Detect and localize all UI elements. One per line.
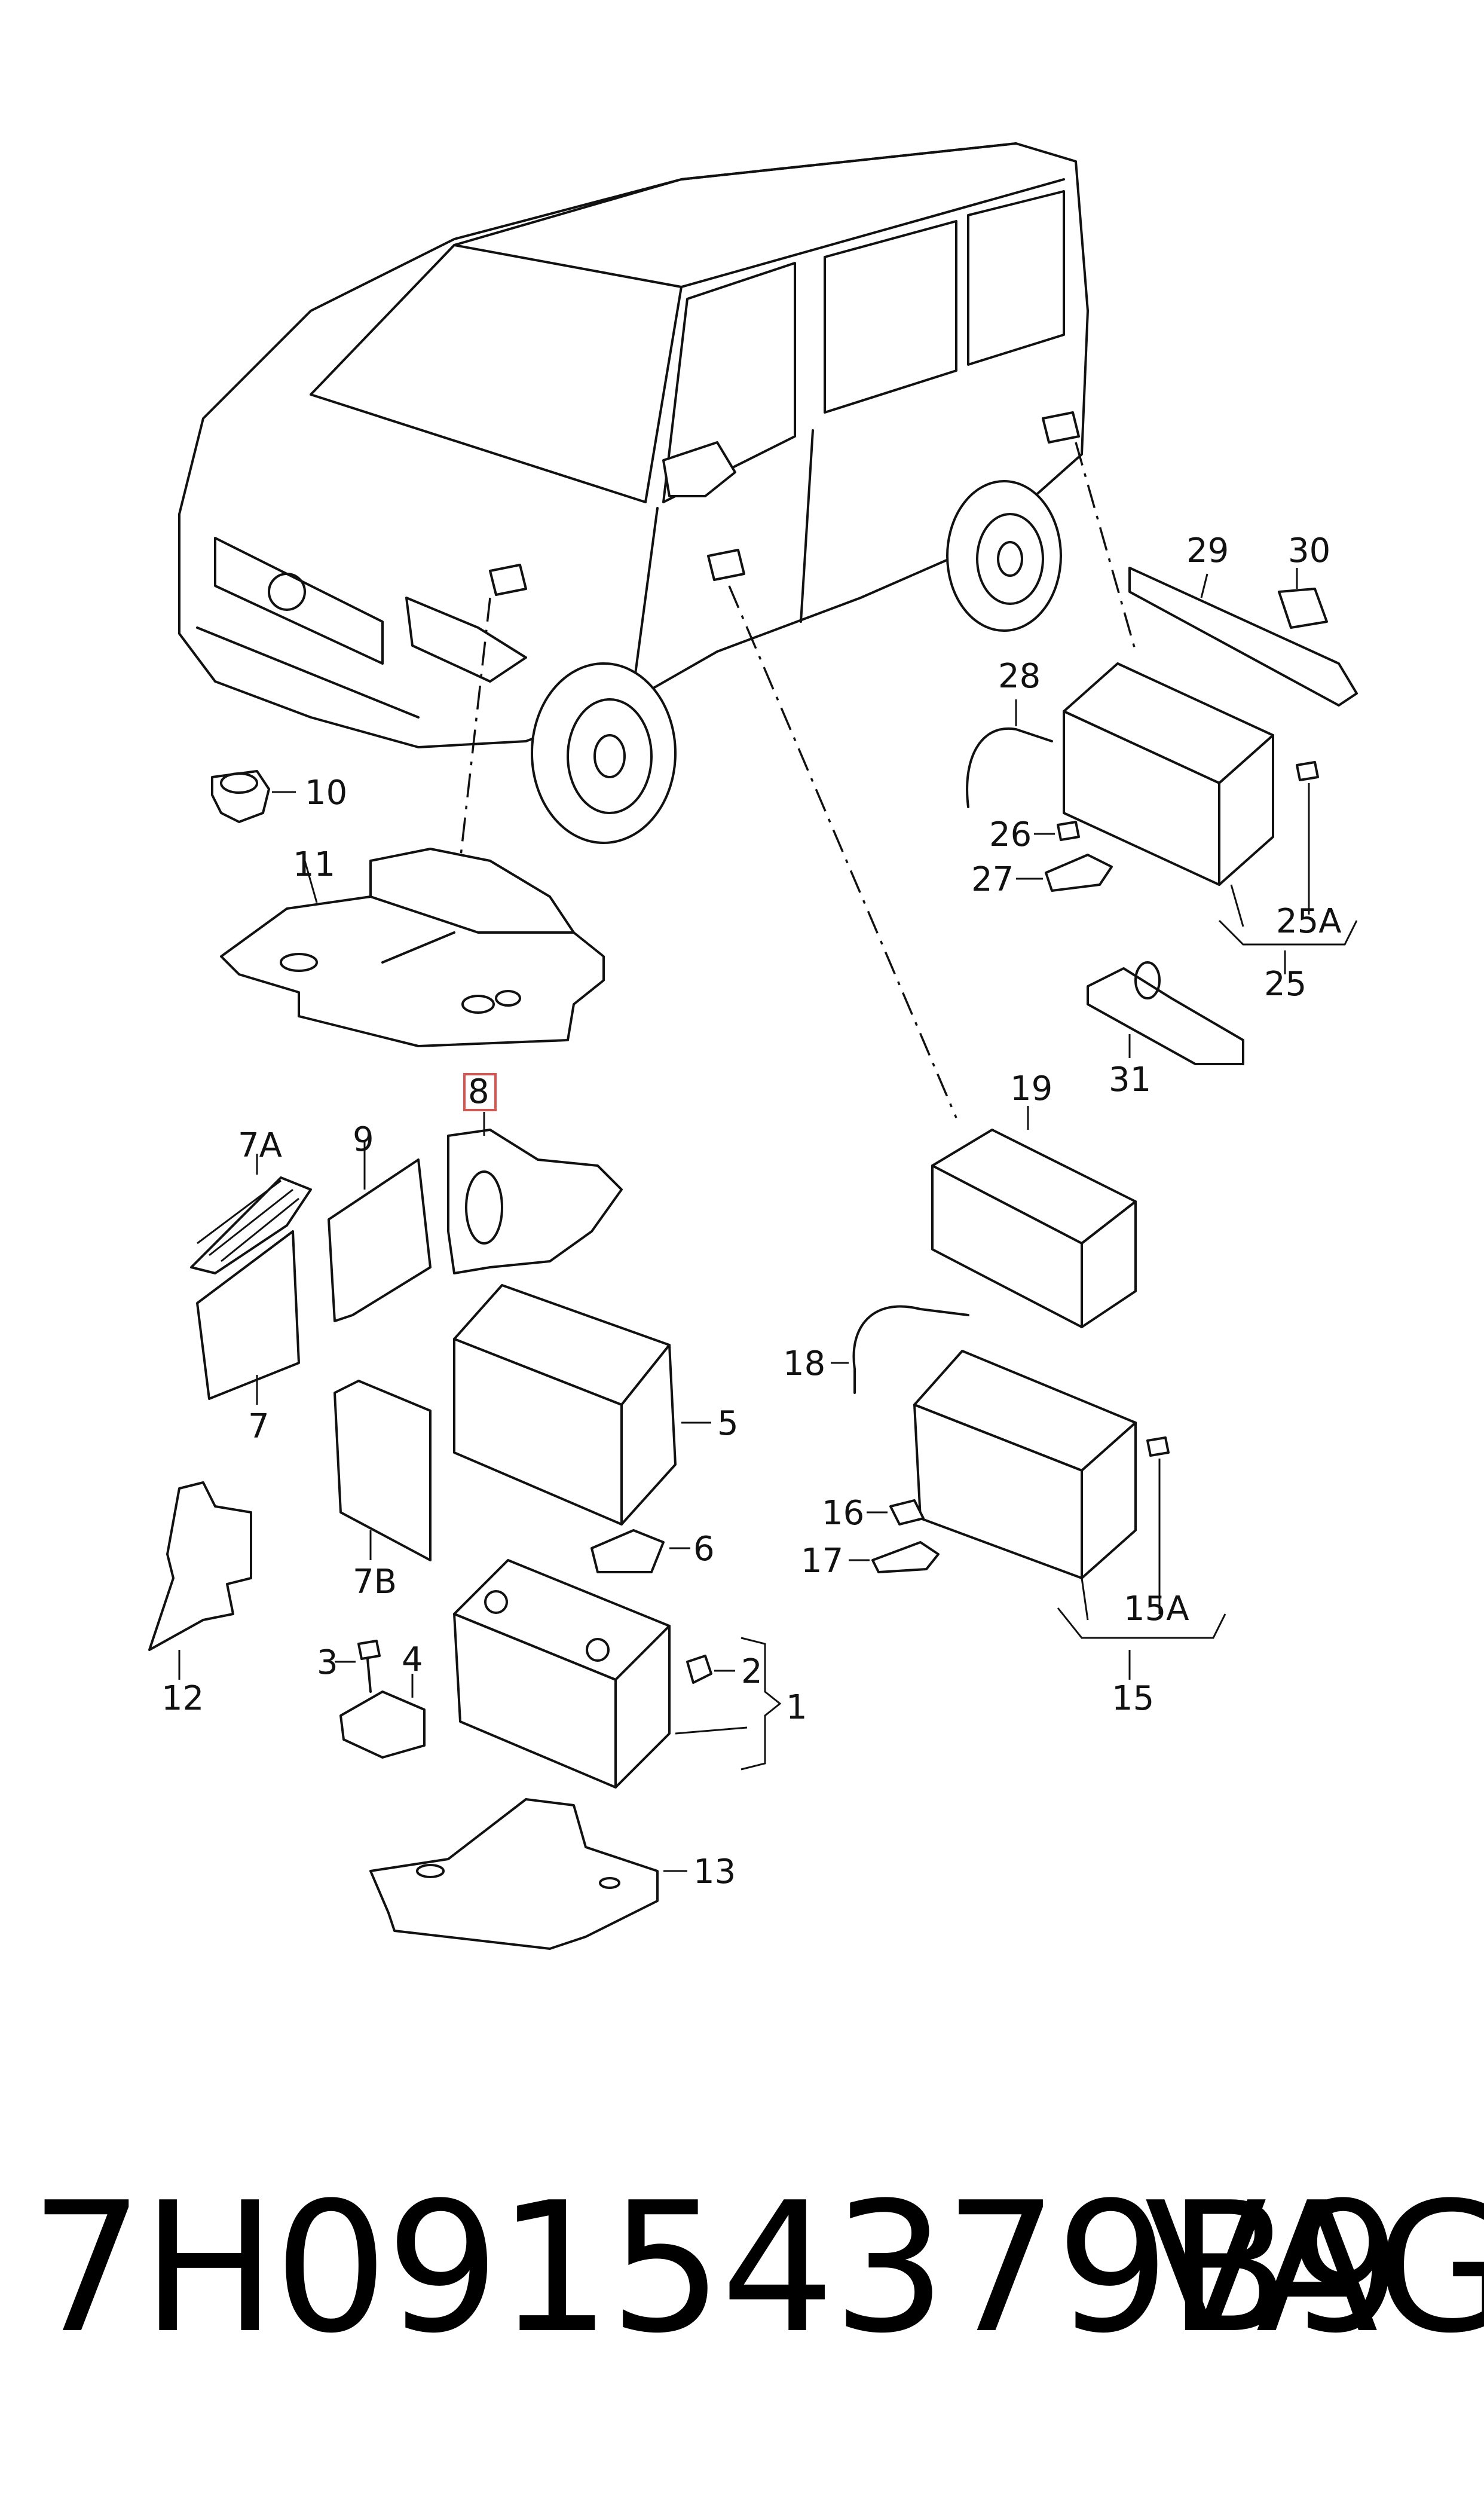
callout-5: 5 — [717, 1404, 739, 1443]
part-15-battery — [913, 1350, 1226, 1680]
callout-16: 16 — [822, 1494, 864, 1533]
callout-26: 26 — [989, 815, 1032, 854]
callout-6: 6 — [693, 1530, 715, 1569]
callout-4: 4 — [402, 1640, 423, 1679]
leader-rear — [1075, 442, 1137, 652]
callout-1: 1 — [786, 1688, 807, 1727]
part-29-rail — [1128, 567, 1358, 707]
part-16-nut — [867, 1499, 925, 1526]
part-19-cover — [931, 1106, 1137, 1328]
callout-15: 15 — [1112, 1679, 1154, 1718]
part-9-panel — [328, 1142, 432, 1322]
part-27-clamp — [1016, 854, 1113, 892]
part-1-battery — [453, 1559, 782, 1789]
brand-name: VAG — [1145, 2164, 1484, 2373]
callout-7a: 7A — [238, 1126, 282, 1165]
callout-25: 25 — [1264, 965, 1306, 1004]
part-15a-bolt — [1146, 1436, 1170, 1614]
callout-29: 29 — [1186, 531, 1229, 570]
callout-27: 27 — [971, 860, 1014, 899]
part-number: 7H09154379B9 — [30, 2164, 1402, 2373]
leader-middle — [728, 585, 957, 1118]
callout-2: 2 — [741, 1652, 763, 1691]
part-8-highlight-box — [463, 1073, 497, 1111]
part-31-terminal — [1087, 961, 1244, 1065]
part-13-tray — [369, 1798, 687, 1950]
callout-31: 31 — [1109, 1060, 1151, 1099]
part-8-bracket — [447, 1112, 623, 1274]
part-7-panel — [196, 1230, 300, 1405]
callout-17: 17 — [801, 1542, 843, 1580]
part-12-panel — [148, 1481, 252, 1680]
part-4-holder — [339, 1674, 426, 1759]
part-11-cover — [220, 848, 605, 1047]
callout-7b: 7B — [353, 1563, 397, 1601]
callout-10: 10 — [305, 774, 347, 812]
callout-15a: 15A — [1124, 1589, 1189, 1628]
callout-30: 30 — [1288, 531, 1330, 570]
callout-labels: 10 11 8 7A 9 7 5 7B 6 12 3 4 2 1 13 19 1… — [161, 531, 1342, 1891]
callout-25a: 25A — [1276, 902, 1342, 941]
callout-12: 12 — [161, 1679, 204, 1718]
part-3-bolt — [335, 1640, 381, 1693]
callout-7: 7 — [248, 1407, 270, 1446]
callout-18: 18 — [783, 1344, 825, 1383]
part-6-clamp — [590, 1529, 690, 1573]
part-17-clamp — [849, 1541, 940, 1573]
part-28-cable — [966, 699, 1053, 808]
part-10-clip — [211, 770, 296, 823]
callout-3: 3 — [317, 1643, 338, 1682]
part-5-battery — [453, 1284, 711, 1526]
part-25a-bolt — [1296, 761, 1319, 915]
callout-8: 8 — [468, 1072, 489, 1111]
callout-13: 13 — [693, 1852, 736, 1891]
part-2-bolt — [686, 1655, 735, 1684]
callout-11: 11 — [293, 845, 335, 884]
part-7a-grille — [190, 1154, 312, 1274]
part-18-cable — [831, 1305, 969, 1394]
callout-9: 9 — [353, 1120, 374, 1159]
callout-28: 28 — [998, 657, 1041, 696]
part-7b-panel — [333, 1380, 432, 1561]
part-30-relay — [1278, 568, 1328, 629]
part-25-battery — [1063, 662, 1358, 974]
van-illustration — [178, 142, 1089, 844]
part-26-bolt — [1034, 821, 1080, 841]
callout-19: 19 — [1010, 1069, 1052, 1108]
